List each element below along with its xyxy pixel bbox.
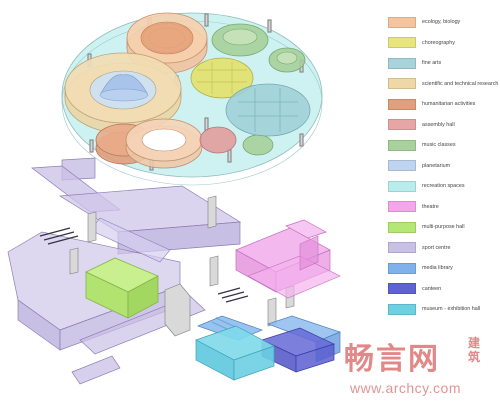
legend-label: museum - exhibition hall — [422, 306, 481, 313]
legend-label: media library — [422, 265, 453, 272]
legend-label: recreation spaces — [422, 183, 465, 190]
legend-swatch — [388, 283, 416, 295]
legend-swatch — [388, 139, 416, 151]
watermark-side-text: 建筑 — [468, 336, 481, 364]
legend-item: museum - exhibition hall — [388, 299, 498, 320]
theatre-volumes — [235, 219, 341, 299]
legend-label: fine arts — [422, 60, 442, 67]
legend: ecology, biology choreography fine arts sci… — [388, 12, 498, 320]
legend-label: multi-purpose hall — [422, 224, 465, 231]
legend-item: ecology, biology — [388, 12, 498, 33]
legend-swatch — [388, 119, 416, 131]
legend-item: choreography — [388, 33, 498, 54]
fine-arts-volume — [225, 83, 311, 137]
museum-exhibition-volume — [195, 325, 275, 381]
legend-item: scientific and technical research — [388, 74, 498, 95]
watermark-url: www.archcy.com — [350, 380, 461, 396]
legend-swatch — [388, 98, 416, 110]
music-classes-volumes — [211, 23, 306, 156]
legend-swatch — [388, 57, 416, 69]
legend-item: canteen — [388, 279, 498, 300]
planetarium-dome — [99, 74, 149, 102]
legend-label: choreography — [422, 39, 455, 46]
multi-purpose-hall-volume — [85, 257, 159, 319]
watermark-title: 畅言网 — [344, 342, 440, 377]
legend-item: humanitarian activities — [388, 94, 498, 115]
legend-label: ecology, biology — [422, 19, 461, 26]
choreography-volume — [190, 57, 254, 99]
legend-label: sport centre — [422, 244, 451, 251]
legend-swatch — [388, 37, 416, 49]
ecology-biology-volume — [126, 12, 208, 74]
legend-item: music classes — [388, 135, 498, 156]
legend-swatch — [388, 160, 416, 172]
legend-item: fine arts — [388, 53, 498, 74]
legend-label: theatre — [422, 203, 439, 210]
assembly-hall-volume — [125, 118, 237, 169]
legend-swatch — [388, 262, 416, 274]
legend-swatch — [388, 16, 416, 28]
legend-item: sport centre — [388, 238, 498, 259]
legend-item: planetarium — [388, 156, 498, 177]
legend-swatch — [388, 221, 416, 233]
legend-label: humanitarian activities — [422, 101, 476, 108]
legend-label: canteen — [422, 285, 442, 292]
legend-swatch — [388, 180, 416, 192]
legend-swatch — [388, 201, 416, 213]
legend-swatch — [388, 303, 416, 315]
legend-item: assembly hall — [388, 115, 498, 136]
legend-item: recreation spaces — [388, 176, 498, 197]
legend-label: scientific and technical research — [422, 80, 499, 87]
legend-item: media library — [388, 258, 498, 279]
legend-swatch — [388, 78, 416, 90]
watermark: 畅言网 建筑 www.archcy.com — [338, 334, 498, 404]
legend-label: music classes — [422, 142, 456, 149]
legend-item: multi-purpose hall — [388, 217, 498, 238]
legend-swatch — [388, 242, 416, 254]
legend-label: planetarium — [422, 162, 451, 169]
legend-item: theatre — [388, 197, 498, 218]
legend-label: assembly hall — [422, 121, 455, 128]
